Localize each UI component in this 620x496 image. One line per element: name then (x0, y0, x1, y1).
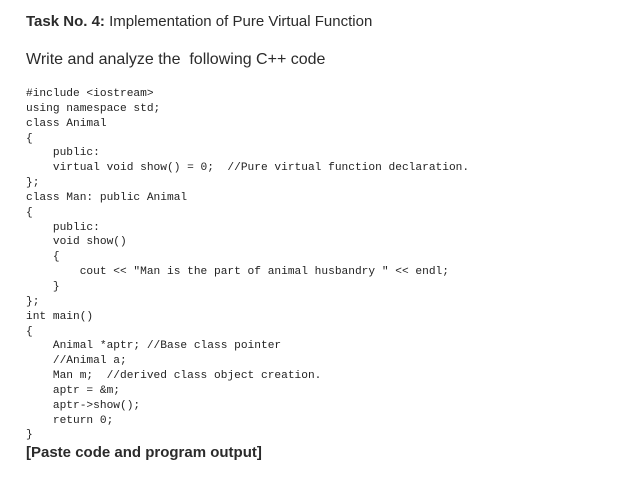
code-line: void show() (26, 236, 127, 249)
code-line: class Man: public Animal (26, 191, 188, 204)
code-line: virtual void show() = 0; //Pure virtual … (26, 162, 470, 175)
instruction-text: Write and analyze the following C++ code (26, 51, 326, 68)
code-line: aptr = &m; (26, 384, 120, 397)
code-line: } (26, 280, 60, 293)
code-line: int main() (26, 310, 94, 323)
code-line: using namespace std; (26, 102, 161, 115)
code-line: class Animal (26, 117, 107, 130)
code-line: }; (26, 177, 40, 190)
code-line: { (26, 206, 33, 219)
code-line: public: (26, 221, 100, 234)
code-line: public: (26, 147, 100, 160)
code-line: { (26, 325, 33, 338)
code-line: aptr->show(); (26, 399, 141, 412)
code-line: cout << "Man is the part of animal husba… (26, 266, 449, 279)
task-title-text: Implementation of Pure Virtual Function (104, 13, 373, 30)
paste-instruction: [Paste code and program output] (26, 444, 262, 461)
task-number-label: Task No. 4: (26, 13, 105, 30)
code-line: } (26, 429, 33, 442)
code-listing: #include <iostream> using namespace std; c… (26, 87, 469, 443)
code-line: Man m; //derived class object creation. (26, 370, 322, 383)
code-line: return 0; (26, 414, 114, 427)
code-line: }; (26, 295, 40, 308)
code-line: #include <iostream> (26, 88, 154, 100)
code-line: Animal *aptr; //Base class pointer (26, 340, 282, 353)
code-line: //Animal a; (26, 355, 127, 368)
code-line: { (26, 132, 33, 145)
task-heading: Task No. 4: Implementation of Pure Virtu… (26, 12, 372, 32)
code-line: { (26, 251, 60, 264)
